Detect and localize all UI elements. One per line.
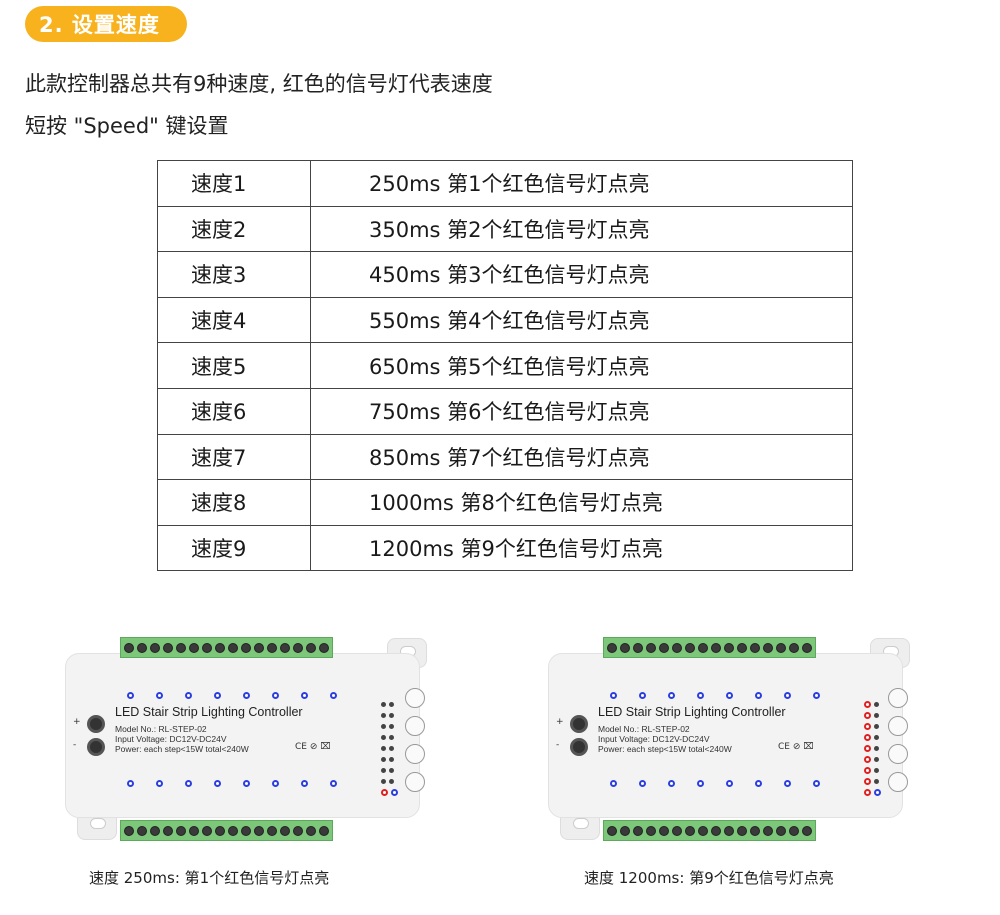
brightness-button: [405, 688, 425, 708]
time-delay-button: [405, 716, 425, 736]
step-led-row-bottom: [127, 780, 337, 787]
speed-desc: 1200ms 第9个红色信号灯点亮: [310, 524, 853, 572]
speed-label: 速度3: [157, 251, 311, 298]
step-led-row-top: [610, 692, 820, 699]
controller-body: [548, 653, 903, 818]
speed-desc: 350ms 第2个红色信号灯点亮: [310, 205, 853, 253]
power-jack-icon: [87, 715, 105, 733]
terminal-block-bottom: [120, 820, 333, 841]
speed-label: 速度2: [157, 205, 311, 253]
certification-marks: CE ⊘ ⌧: [295, 742, 331, 752]
minus-label: -: [556, 740, 560, 750]
number-button: [888, 772, 908, 792]
device-model: Model No.: RL-STEP-02: [115, 724, 207, 734]
speed-mode-button: [405, 744, 425, 764]
speed-desc: 250ms 第1个红色信号灯点亮: [310, 160, 853, 207]
terminal-block-bottom: [603, 820, 816, 841]
speed-indicator-column: [864, 700, 881, 796]
terminal-block-top: [120, 637, 333, 658]
section-badge: 2. 设置速度: [25, 6, 187, 42]
certification-marks: CE ⊘ ⌧: [778, 742, 814, 752]
speed-desc: 750ms 第6个红色信号灯点亮: [310, 387, 853, 435]
speed-label: 速度6: [157, 387, 311, 435]
controller-image-speed-1: LED Stair Strip Lighting Controller Mode…: [65, 630, 445, 850]
speed-label: 速度9: [157, 524, 311, 572]
minus-label: -: [73, 740, 77, 750]
blue-indicator: [391, 788, 398, 796]
device-voltage: Input Voltage: DC12V-DC24V: [598, 734, 710, 744]
speed-label: 速度1: [157, 160, 311, 207]
device-power: Power: each step<15W total<240W: [115, 744, 249, 754]
speed-desc: 550ms 第4个红色信号灯点亮: [310, 296, 853, 344]
controller-body: [65, 653, 420, 818]
plus-label: +: [73, 717, 81, 727]
controller-image-speed-9: LED Stair Strip Lighting Controller Mode…: [548, 630, 928, 850]
device-title: LED Stair Strip Lighting Controller: [598, 705, 786, 719]
number-button: [405, 772, 425, 792]
device-title: LED Stair Strip Lighting Controller: [115, 705, 303, 719]
step-led-row-bottom: [610, 780, 820, 787]
time-delay-button: [888, 716, 908, 736]
caption-speed-9: 速度 1200ms: 第9个红色信号灯点亮: [584, 869, 834, 887]
device-voltage: Input Voltage: DC12V-DC24V: [115, 734, 227, 744]
intro-text: 此款控制器总共有9种速度, 红色的信号灯代表速度: [25, 72, 493, 96]
device-power: Power: each step<15W total<240W: [598, 744, 732, 754]
power-jack-icon: [87, 738, 105, 756]
speed-mode-button: [888, 744, 908, 764]
speed-indicator-column: [381, 700, 398, 796]
plus-label: +: [556, 717, 564, 727]
speed-desc: 450ms 第3个红色信号灯点亮: [310, 251, 853, 298]
speed-desc: 1000ms 第8个红色信号灯点亮: [310, 479, 853, 526]
speed-desc: 650ms 第5个红色信号灯点亮: [310, 342, 853, 389]
speed-desc: 850ms 第7个红色信号灯点亮: [310, 433, 853, 481]
step-led-row-top: [127, 692, 337, 699]
speed-label: 速度7: [157, 433, 311, 481]
red-indicator-lit: [381, 788, 388, 796]
brightness-button: [888, 688, 908, 708]
speed-label: 速度5: [157, 342, 311, 389]
terminal-block-top: [603, 637, 816, 658]
power-jack-icon: [570, 738, 588, 756]
device-model: Model No.: RL-STEP-02: [598, 724, 690, 734]
intro-instruction: 短按 "Speed" 键设置: [25, 114, 229, 138]
speed-label: 速度8: [157, 479, 311, 526]
caption-speed-1: 速度 250ms: 第1个红色信号灯点亮: [89, 869, 330, 887]
power-jack-icon: [570, 715, 588, 733]
speed-label: 速度4: [157, 296, 311, 344]
